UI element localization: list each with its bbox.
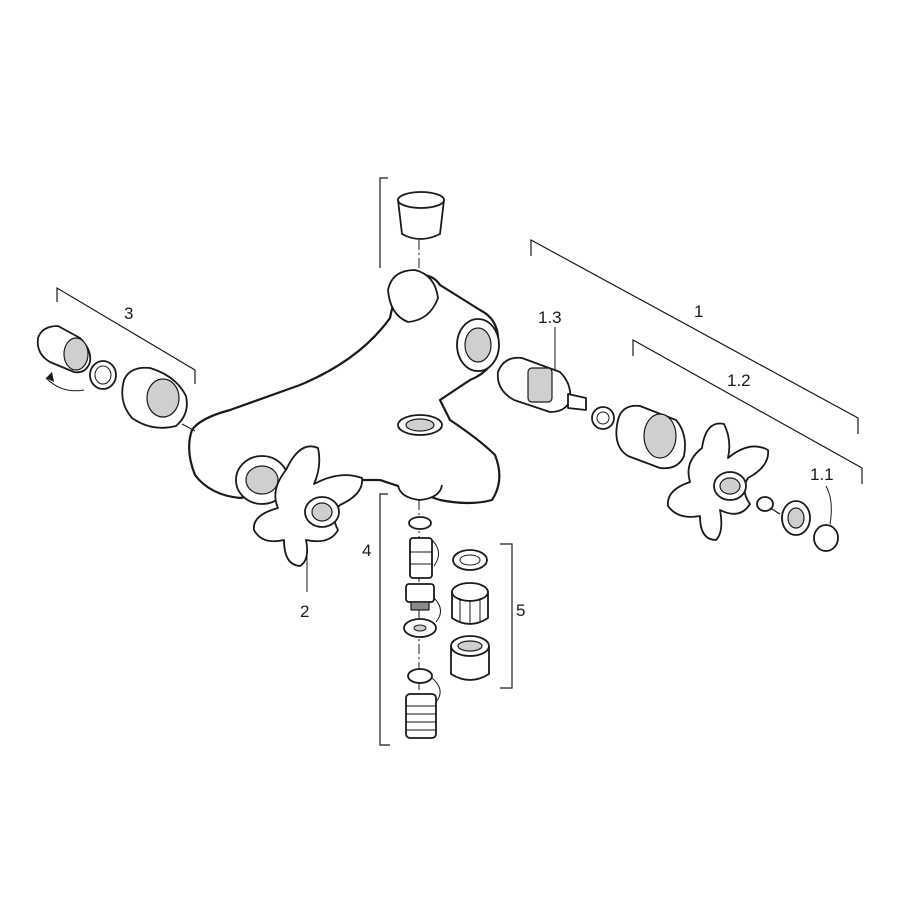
part-screw [756, 496, 781, 515]
part-1-3-cartridge [496, 327, 587, 413]
part-4-coupling [405, 583, 441, 623]
bracket-group-1-2 [632, 338, 863, 484]
part-5-aerator [450, 635, 490, 681]
label-1: 1 [694, 302, 703, 321]
part-1-1-cap [813, 485, 839, 552]
bracket-top-cap [379, 177, 388, 268]
part-3-oring [89, 360, 117, 390]
part-4-washer [403, 618, 437, 638]
label-1-2: 1.2 [727, 371, 751, 390]
label-3: 3 [124, 304, 133, 323]
label-4: 4 [362, 541, 371, 560]
part-1-1-ring [781, 500, 811, 536]
part-3-cartridge [36, 325, 92, 392]
part-4-oring-bottom [407, 668, 441, 703]
label-1-1: 1.1 [810, 465, 834, 484]
part-1-washer [591, 406, 615, 430]
faucet-body [188, 269, 501, 505]
handle-right [667, 422, 770, 541]
part-5-knurled-nut [451, 582, 489, 625]
part-4-oring-top [408, 516, 432, 530]
label-1-3: 1.3 [538, 308, 562, 327]
part-4-spindle [409, 537, 439, 579]
cone-cap [397, 191, 445, 240]
label-2: 2 [300, 602, 309, 621]
bracket-group-5 [500, 543, 513, 689]
part-5-ring [452, 549, 488, 571]
part-3-nut [121, 366, 196, 432]
bracket-group-3 [56, 286, 196, 384]
part-4-threaded-nipple [405, 693, 437, 739]
label-5: 5 [516, 601, 525, 620]
bracket-group-1 [530, 238, 859, 434]
part-1-2-sleeve [615, 404, 686, 470]
handle-left [253, 445, 363, 592]
bracket-group-4 [379, 493, 390, 746]
